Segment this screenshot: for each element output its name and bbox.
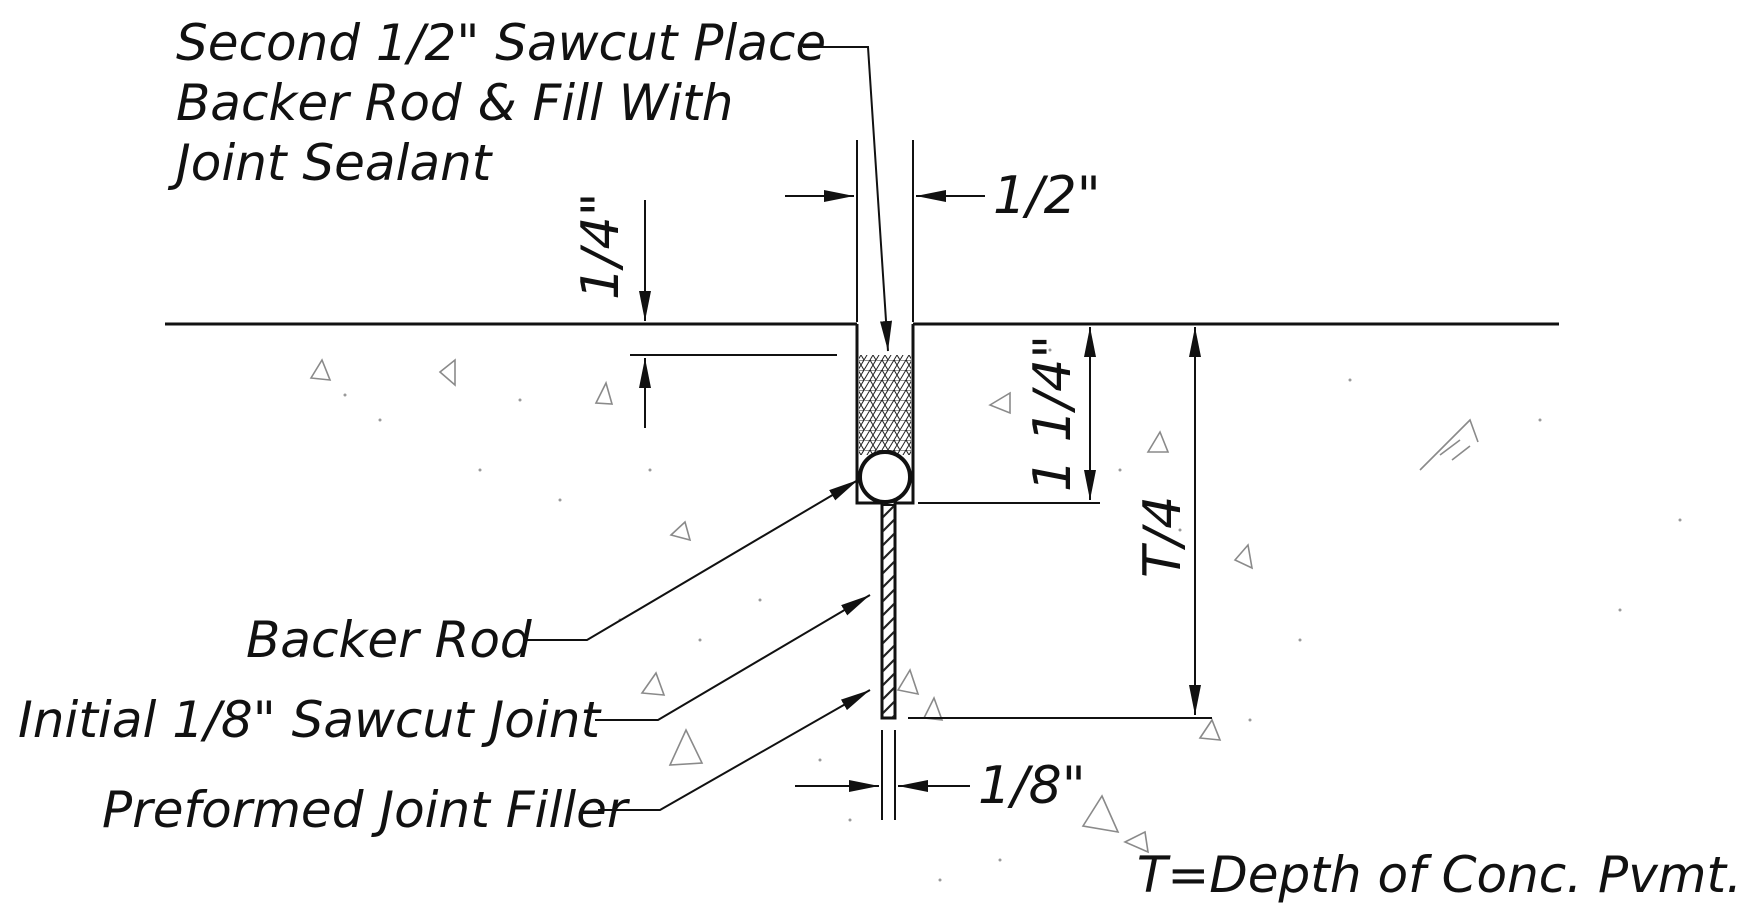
preformed-joint-filler [881, 504, 896, 719]
backer-rod-leader [523, 479, 859, 641]
sealant-recess-dimension [630, 200, 837, 428]
backer-rod [858, 450, 912, 504]
second-sawcut-leader [803, 46, 893, 352]
concrete-aggregate-texture [309, 348, 1682, 882]
second-sawcut-line-1: Second 1/2" Sawcut Place [176, 14, 826, 72]
sealant-depth-label: 1 1/4" [1023, 335, 1083, 492]
bottom-width-dimension [795, 730, 970, 820]
second-sawcut-label: Second 1/2" Sawcut Place Backer Rod & Fi… [167, 14, 842, 192]
joint-sealant [859, 355, 911, 455]
initial-sawcut-leader [595, 594, 871, 721]
joint-depth-label: T/4 [1133, 496, 1193, 578]
backer-rod-label: Backer Rod [246, 611, 532, 669]
top-width-label: 1/2" [993, 166, 1101, 226]
bottom-width-label: 1/8" [978, 756, 1086, 816]
sealant-depth-dimension [918, 327, 1100, 504]
sealant-recess-label: 1/4" [571, 192, 631, 300]
top-width-dimension [785, 140, 985, 322]
second-sawcut-line-3: Joint Sealant [167, 134, 494, 192]
joint-depth-dimension [908, 327, 1212, 719]
initial-sawcut-label: Initial 1/8" Sawcut Joint [18, 691, 602, 749]
second-sawcut-line-2: Backer Rod & Fill With [176, 74, 733, 132]
joint-filler-leader [598, 689, 871, 811]
joint-filler-label: Preformed Joint Filler [102, 781, 631, 839]
depth-note: T=Depth of Conc. Pvmt. [1137, 846, 1742, 904]
